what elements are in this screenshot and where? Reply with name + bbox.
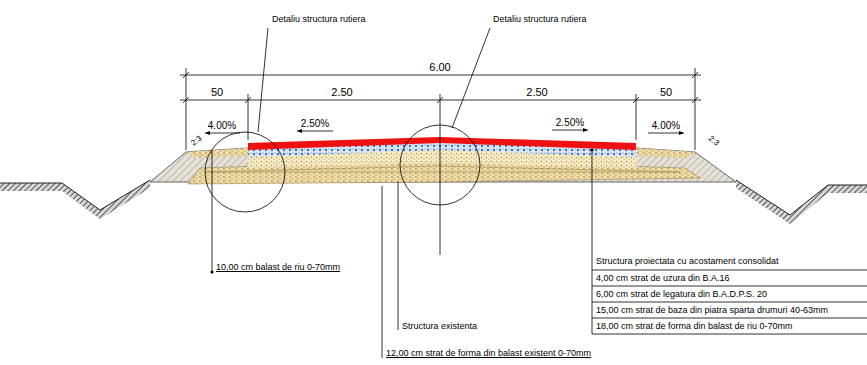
dimension: 50	[211, 86, 223, 99]
dimension: 6.00	[429, 61, 450, 74]
slope-percent: 2.50%	[556, 117, 584, 129]
layer-note: 12,00 cm strat de forma din balast exist…	[386, 348, 591, 359]
structure-title: Structura proiectata cu acostament conso…	[596, 256, 779, 267]
dimension: 2.50	[331, 86, 352, 99]
layer-row: 6,00 cm strat de legatura din B.A.D.P.S.…	[596, 289, 767, 300]
slope-percent: 2.50%	[301, 118, 329, 130]
dimension: 2.50	[526, 86, 547, 99]
layer-row: 15,00 cm strat de baza din piatra sparta…	[596, 305, 828, 316]
detail-callout: Detaliu structura rutiera	[272, 14, 366, 25]
slope-percent: 4.00%	[208, 120, 236, 132]
slope-ratio: 2:3	[190, 134, 205, 149]
layer-row: 18,00 cm strat de forma din balast de ri…	[596, 321, 793, 332]
slope-ratio: 2:3	[707, 134, 722, 149]
structure-title: Structura existenta	[402, 321, 477, 332]
slope-percent: 4.00%	[652, 120, 680, 132]
detail-callout: Detaliu structura rutiera	[493, 14, 587, 25]
layer-note: 10,00 cm balast de riu 0-70mm	[216, 262, 340, 273]
dimension: 50	[660, 86, 672, 99]
layer-row: 4,00 cm strat de uzura din B.A.16	[596, 273, 730, 284]
